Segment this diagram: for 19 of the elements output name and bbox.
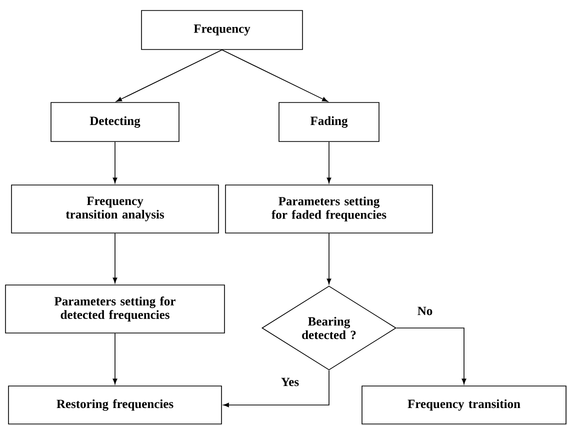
- process-box: Frequency transition: [362, 386, 566, 424]
- arrow: [326, 233, 332, 284]
- process-box: Frequency transition analysis: [11, 184, 219, 234]
- arrow: [222, 50, 328, 102]
- process-box: Restoring frequencies: [8, 386, 222, 424]
- process-box: Detecting: [50, 102, 180, 142]
- arrow: [396, 328, 466, 384]
- process-box: Parameters setting for faded frequencies: [225, 184, 433, 234]
- arrow: [223, 370, 330, 408]
- edge-label: No: [416, 306, 434, 316]
- arrow: [112, 233, 118, 284]
- arrow: [112, 333, 118, 384]
- arrow: [116, 50, 222, 102]
- edge-label: Yes: [280, 376, 300, 388]
- arrow: [326, 142, 332, 184]
- arrow: [112, 142, 118, 184]
- process-box: Parameters setting for detected frequencies: [5, 284, 225, 334]
- process-box: Frequency: [141, 10, 303, 50]
- process-box: Fading: [278, 102, 380, 142]
